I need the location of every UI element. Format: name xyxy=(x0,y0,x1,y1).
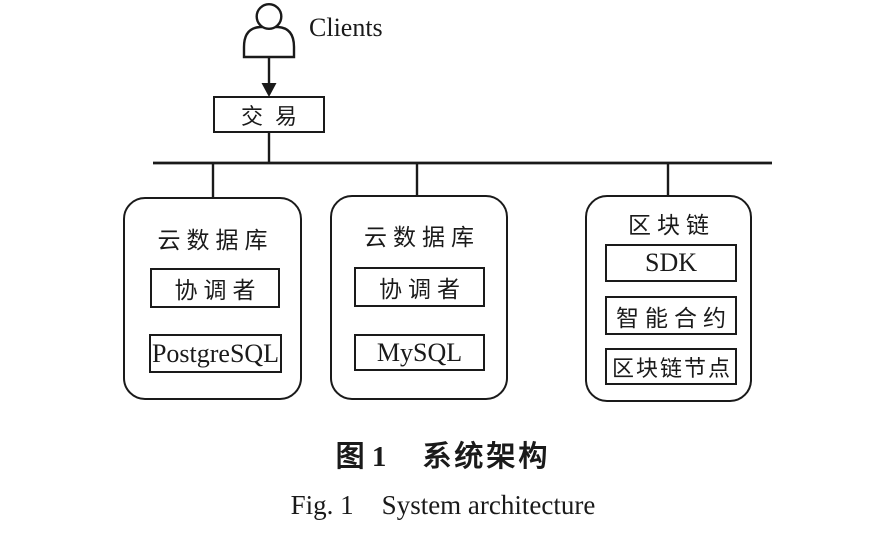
flow-lines xyxy=(153,57,772,198)
clients-label: Clients xyxy=(309,13,383,42)
caption-en: Fig. 1 System architecture xyxy=(0,490,886,521)
caption-en-figure-number: Fig. 1 xyxy=(290,490,354,520)
coordinator-box-2: 协调者 xyxy=(354,267,485,307)
cloud-database-2-title: 云数据库 xyxy=(364,225,480,250)
mysql-box: MySQL xyxy=(354,334,485,371)
caption-zh-title: 系统架构 xyxy=(422,441,551,473)
clients-person-icon xyxy=(242,2,296,59)
arrowhead-icon xyxy=(261,83,277,97)
transaction-label: 交易 xyxy=(240,103,309,129)
sdk-box: SDK xyxy=(605,244,737,282)
coordinator-box-1: 协调者 xyxy=(150,268,280,308)
blockchain-title: 区块链 xyxy=(628,213,715,238)
blockchain-container: 区块链 SDK 智能合约 区块链节点 xyxy=(585,195,752,402)
smart-contract-box: 智能合约 xyxy=(605,296,737,335)
blockchain-node-box: 区块链节点 xyxy=(605,348,737,385)
caption-en-title: System architecture xyxy=(381,490,596,520)
cloud-database-1-title: 云数据库 xyxy=(157,228,274,253)
transaction-box: 交易 xyxy=(213,96,325,133)
caption-zh-figure-number: 图 1 xyxy=(335,441,387,473)
postgresql-box: PostgreSQL xyxy=(149,334,282,373)
caption-zh: 图 1 系统架构 xyxy=(0,433,886,475)
cloud-database-2-container: 云数据库 协调者 MySQL xyxy=(330,195,508,400)
cloud-database-1-container: 云数据库 协调者 PostgreSQL xyxy=(123,197,302,400)
